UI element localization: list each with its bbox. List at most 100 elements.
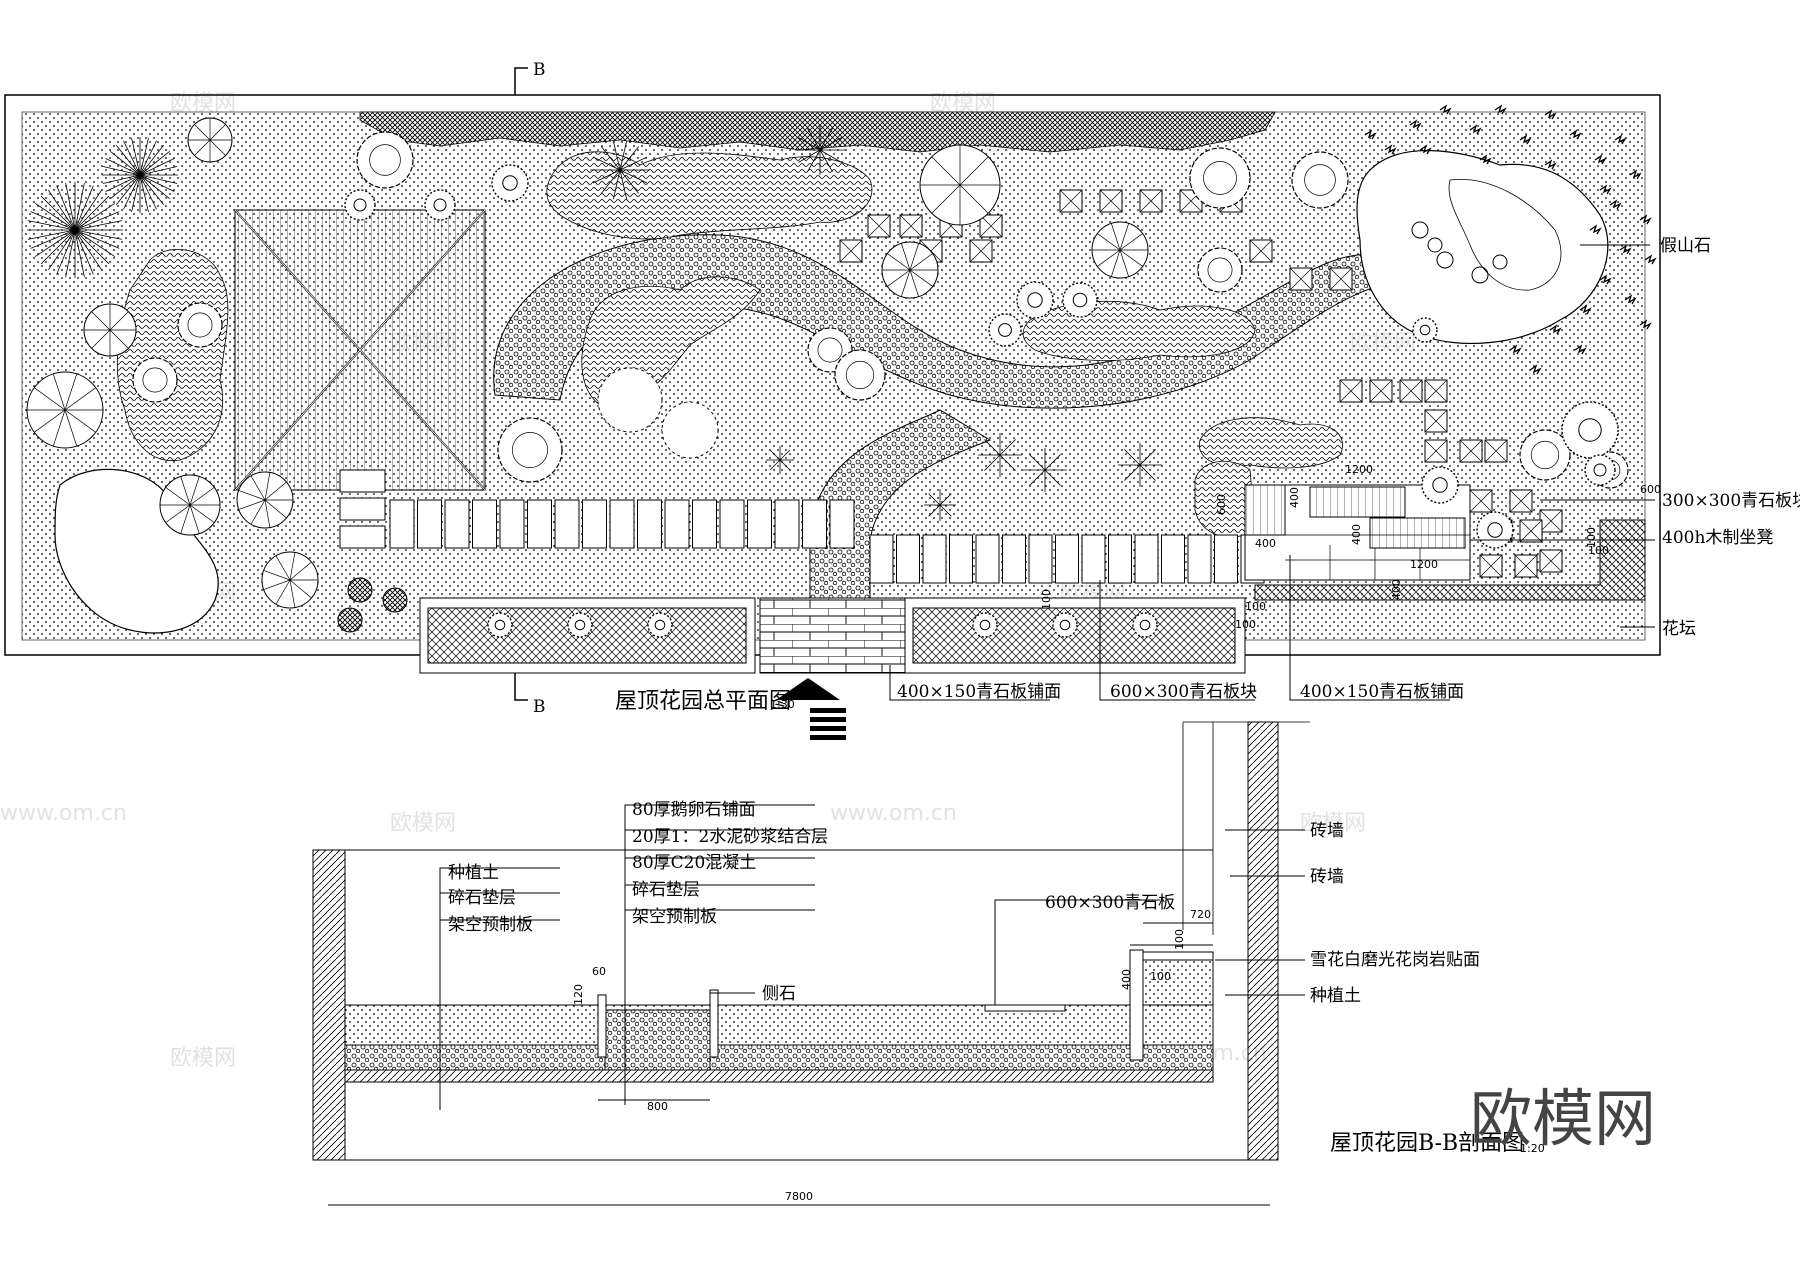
bamboo-group	[1364, 104, 1657, 375]
bamboo-icon	[1599, 274, 1612, 285]
paving-slab	[1161, 534, 1185, 584]
paving-slab	[829, 499, 855, 549]
paving-slab	[747, 499, 772, 549]
plan-callouts: 假山石 300×300青石板块 400h木制坐凳 花坛 400×150青石板铺面…	[889, 236, 1800, 702]
plan-dimensions: 1200 1200 600 600 400 400 400 400 100 10…	[1040, 463, 1661, 631]
shrub-mass	[117, 249, 229, 462]
paving-slab	[554, 499, 580, 549]
paving-slab	[472, 499, 497, 549]
label-slab: 600×300青石板	[1045, 893, 1175, 913]
section-scale: 1:20	[1520, 1142, 1545, 1155]
tree-round-icon	[132, 357, 178, 403]
paving-slab	[1187, 534, 1212, 584]
bamboo-icon	[1544, 109, 1557, 120]
bamboo-icon	[1544, 159, 1557, 170]
tile-300	[1139, 189, 1163, 213]
paving-slab	[975, 534, 1000, 584]
tile-300	[899, 214, 923, 238]
plan-title: 屋顶花园总平面图	[615, 689, 791, 714]
tree-round-icon	[497, 417, 563, 483]
tree-flower-icon	[236, 471, 294, 529]
layer-concrete: 80厚C20混凝土	[632, 853, 756, 873]
tree-star-icon	[766, 446, 794, 474]
section-mark-bottom: B	[533, 697, 546, 717]
paving-slab	[802, 499, 827, 549]
dim-800: 800	[647, 1100, 668, 1113]
small-pond	[54, 468, 219, 634]
tree-ring-icon	[1476, 511, 1514, 549]
tile-300	[1424, 379, 1448, 403]
tree-star-icon	[1023, 448, 1067, 492]
tree-round-icon	[356, 131, 414, 189]
tile-300	[1469, 489, 1493, 513]
tile-300	[1399, 379, 1423, 403]
shrub-mass	[1022, 300, 1256, 361]
paving-slab	[664, 499, 690, 549]
paving-slab	[949, 534, 973, 584]
callout-bench: 400h木制坐凳	[1662, 528, 1773, 548]
raised-planter-soil	[1142, 959, 1214, 1006]
plan-scale: 1:30	[770, 698, 795, 711]
tile-300	[839, 239, 863, 263]
tile-300	[1249, 239, 1273, 263]
dim-120: 120	[572, 984, 585, 1005]
entrance-arrow	[776, 678, 846, 740]
dim-400: 400	[1288, 487, 1301, 508]
pebble-paving-section	[604, 1009, 711, 1071]
dim-400: 400	[1390, 579, 1403, 600]
hedge	[359, 111, 1276, 153]
paving-slab	[582, 499, 607, 549]
watermark-url: www.om.cn	[0, 801, 127, 826]
watermark-brand: 欧模网	[390, 811, 456, 836]
tree-group	[26, 117, 1629, 638]
tile-300	[1099, 189, 1123, 213]
tree-ring-icon	[972, 612, 998, 638]
bench	[1309, 486, 1406, 518]
tile-300	[867, 214, 891, 238]
tree-star-icon	[795, 125, 845, 175]
bamboo-icon	[1599, 184, 1612, 195]
paving-slab	[499, 499, 525, 549]
paving-slabs-row	[869, 534, 1265, 584]
section-markers: B B	[514, 60, 546, 717]
tree-star-icon	[978, 433, 1022, 477]
tree-flower-icon	[26, 371, 104, 449]
watermark-url: www.om.cn	[830, 801, 957, 826]
watermark-logo: 欧模网	[1470, 1082, 1656, 1155]
callout-slab-600: 600×300青石板块	[1110, 682, 1257, 702]
section-mark-top: B	[533, 60, 546, 80]
garden-plan: B B 屋顶花园总平面图 1:30 假山石 300×300青石板块 400h木制…	[4, 60, 1800, 740]
bamboo-icon	[1639, 214, 1652, 225]
paving-slab	[896, 534, 920, 584]
tile-300	[969, 239, 993, 263]
tile-300	[1059, 189, 1083, 213]
tile-300	[1369, 379, 1393, 403]
paving-slab	[1028, 534, 1053, 584]
dim-720: 720	[1190, 908, 1211, 921]
label-wall-top: 砖墙	[1310, 821, 1344, 841]
paving-slab	[389, 499, 415, 549]
paving-slab	[1055, 534, 1079, 584]
tree-ring-icon	[1584, 454, 1616, 486]
shrub-scribble-icon	[337, 607, 363, 633]
callout-paving-400-b: 400×150青石板铺面	[1300, 682, 1464, 702]
bamboo-icon	[1364, 129, 1377, 140]
tree-flower-icon	[881, 241, 939, 299]
tile-300	[1459, 439, 1483, 463]
paving-slab	[922, 534, 947, 584]
front-planters	[419, 597, 1246, 674]
dim-100a: 100	[1173, 929, 1186, 950]
dim-100: 100	[1588, 544, 1609, 557]
dim-600: 600	[1215, 494, 1228, 515]
dim-100: 100	[1235, 618, 1256, 631]
tree-flower-icon	[261, 551, 319, 609]
garden-section: 种植土 碎石垫层 架空预制板 80厚鹅卵石铺面 20厚1：2水泥砂浆结合层 80…	[312, 721, 1545, 1206]
planter	[1254, 519, 1646, 601]
bamboo-icon	[1469, 124, 1482, 135]
label-wall: 砖墙	[1310, 867, 1344, 887]
bamboo-icon	[1574, 344, 1587, 355]
bamboo-icon	[1609, 199, 1622, 210]
shrub-scribble-icon	[382, 587, 408, 613]
bamboo-icon	[1639, 319, 1652, 330]
tree-ring-icon	[567, 612, 593, 638]
